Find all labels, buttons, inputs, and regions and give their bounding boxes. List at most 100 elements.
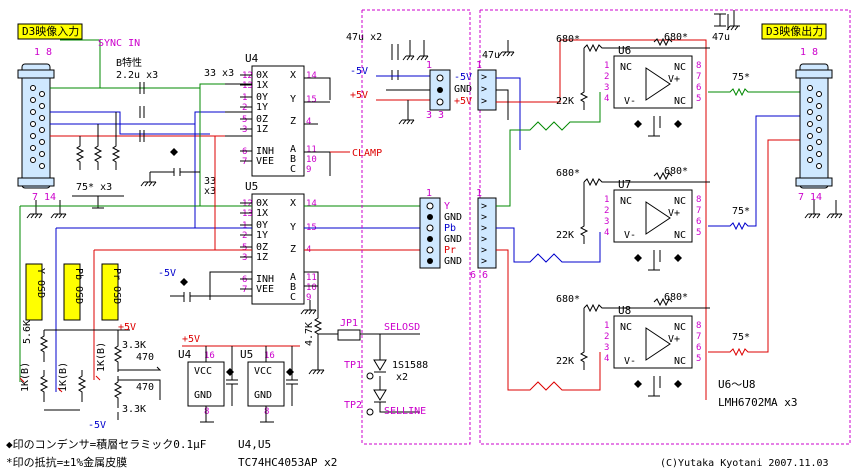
pb-in-wire	[50, 111, 210, 135]
tp2-label: TP2	[344, 400, 362, 411]
input-connector: 1 8 7 14	[17, 47, 56, 203]
u6-vplus: V+	[668, 74, 680, 85]
cap47-a-label: 47u	[482, 50, 500, 61]
osd-pb-label: Pb OSD	[73, 268, 84, 304]
svg-text:>: >	[481, 223, 487, 234]
osd-pr-box	[101, 263, 119, 321]
note-u45: U4,U5	[238, 438, 271, 451]
pos5v-osd-label: +5V	[118, 322, 136, 333]
u8-vminus: V-	[624, 356, 636, 367]
output-title: D3映像出力	[766, 24, 823, 38]
output-pin-bottom-label: 7 14	[798, 192, 822, 203]
r-33k-b: 3.3K	[122, 404, 146, 415]
sync-in-wire	[60, 39, 101, 88]
osd-pb-box	[63, 263, 81, 321]
u6-pinnum-l1: 2	[604, 72, 609, 82]
u5-pinnum-3: 2	[242, 231, 247, 241]
cap-in-label: 2.2u x3	[116, 70, 158, 81]
vcc-a: VCC	[194, 366, 212, 377]
cap47-x2-label: 47u x2	[346, 32, 382, 43]
neg5v-u5-label: -5V	[158, 268, 176, 279]
u5-pinnum-13: 9	[306, 293, 311, 303]
u7-r680-b: 680*	[664, 166, 688, 177]
u6-pinnum-l2: 3	[604, 83, 609, 93]
u4-chip	[251, 65, 305, 177]
vr-1kb-b: 1K(B)	[58, 362, 69, 392]
u7-nc-5: NC	[674, 230, 686, 241]
u5-pin-4: 0Z	[256, 242, 268, 253]
u7-r680-a: 680*	[556, 168, 580, 179]
u5-pin-1: 1X	[256, 208, 268, 219]
u4-pin-4: 0Z	[256, 114, 268, 125]
u8-pinnum-l2: 3	[604, 343, 609, 353]
u7-nc-1: NC	[620, 196, 632, 207]
u7-pinnum-l1: 2	[604, 206, 609, 216]
u8-nc-1: NC	[620, 322, 632, 333]
selosd-label: SELOSD	[384, 322, 420, 333]
u7-vplus: V+	[668, 208, 680, 219]
pin-gnd3: GND	[444, 234, 462, 245]
u4-pin-11: A	[290, 144, 296, 155]
u5-pinnum-0: 12	[242, 199, 253, 209]
u4-power-box	[187, 361, 225, 407]
u7-pinnum-r3: 5	[696, 228, 701, 238]
u7-r22k: 22K	[556, 230, 574, 241]
u7-pinnum-r2: 6	[696, 217, 701, 227]
vcc-b: VCC	[254, 366, 272, 377]
u8-pinnum-l1: 2	[604, 332, 609, 342]
u5-pinnum-5: 3	[242, 253, 247, 263]
u4-pin-5: 1Z	[256, 124, 268, 135]
u7-r75: 75*	[732, 206, 750, 217]
u5-pinnum-11: 11	[306, 273, 317, 283]
u4-pinnum-9: 15	[306, 95, 317, 105]
u4-pinnum-5: 3	[242, 125, 247, 135]
u4-pin-13: C	[290, 164, 296, 175]
cap47-b-label: 47u	[712, 32, 730, 43]
u4-pinnum-6: 6	[242, 147, 247, 157]
u6-pinnum-l3: 4	[604, 94, 609, 104]
r-56k: 5.6K	[22, 320, 33, 344]
u5-pinnum-2: 1	[242, 221, 247, 231]
u4-pinnum-13: 9	[306, 165, 311, 175]
osd-y-box	[25, 263, 43, 321]
u4-label: U4	[245, 52, 259, 65]
input-pin-top-label: 1 8	[34, 47, 52, 58]
r-470-b: 470	[136, 382, 154, 393]
u8-pinnum-r1: 7	[696, 332, 701, 342]
u4-pinnum-7: 7	[242, 157, 247, 167]
u7-pinnum-l2: 3	[604, 217, 609, 227]
vr-1kb-a: 1K(B)	[20, 362, 31, 392]
r-470-a: 470	[136, 352, 154, 363]
u6-pinnum-r0: 8	[696, 61, 701, 71]
vr-1kb-c: 1K(B)	[96, 342, 107, 372]
note-ic: TC74HC4053AP x2	[238, 456, 337, 469]
u4-pin-1: 1X	[256, 80, 268, 91]
pin-m5v: -5V	[454, 72, 472, 83]
input-title: D3映像入力	[22, 25, 79, 38]
pin8-b: 8	[264, 407, 269, 417]
u5-pinnum-4: 5	[242, 243, 247, 253]
u4-pinnum-4: 5	[242, 115, 247, 125]
u5-pin-11: A	[290, 272, 296, 283]
u4-pin-3: 1Y	[256, 102, 268, 113]
input-pin-bottom-label: 7 14	[32, 192, 56, 203]
note-resistor: *印の抵抗=±1%金属皮膜	[6, 455, 127, 469]
u5-pin-3: 1Y	[256, 230, 268, 241]
svg-text:>: >	[481, 96, 487, 107]
u7-label: U7	[618, 178, 631, 191]
pos5v-a-label: +5V	[350, 90, 368, 101]
output-connector: 1 8 7 14	[795, 47, 833, 203]
u4-pinnum-10: 4	[306, 117, 311, 127]
u7-pinnum-l0: 1	[604, 195, 609, 205]
u5-small-label: U5	[240, 348, 253, 361]
u8-r680-a: 680*	[556, 294, 580, 305]
u5-pin-10: Z	[290, 244, 296, 255]
tp1-label: TP1	[344, 360, 362, 371]
u5-chip	[251, 193, 305, 305]
output-title-box	[761, 23, 827, 40]
res-33-mid2-label: x3	[204, 186, 216, 197]
svg-text:>: >	[481, 84, 487, 95]
u7-vminus: V-	[624, 230, 636, 241]
u4-pin-2: 0Y	[256, 92, 268, 103]
